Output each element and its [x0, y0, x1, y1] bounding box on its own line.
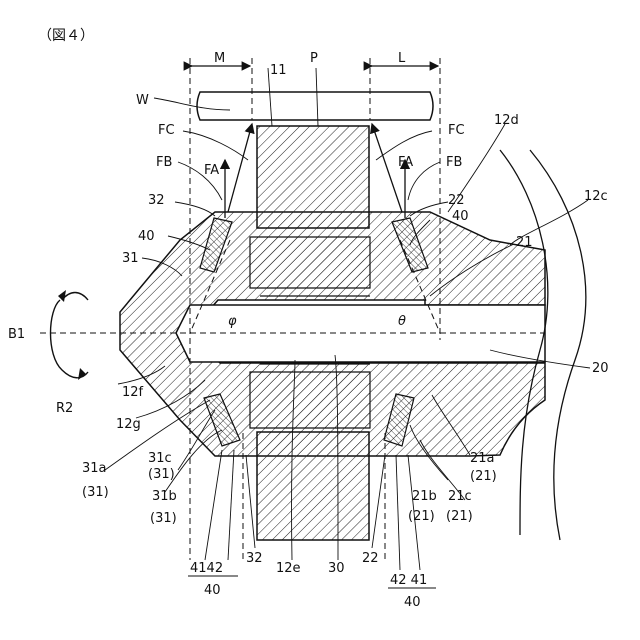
label-31b-sub: (31)	[150, 511, 177, 526]
label-fc-left: FC	[158, 123, 175, 138]
label-40-bottom-left: 40	[204, 583, 221, 598]
rotation-arrow	[51, 293, 89, 378]
label-12c: 12c	[584, 189, 608, 204]
label-21b-sub: (21)	[408, 509, 435, 524]
label-31b: 31b	[152, 489, 177, 504]
label-31c: 31c	[148, 451, 172, 466]
label-fa-left: FA	[204, 163, 219, 178]
label-11: 11	[270, 63, 287, 78]
label-22-top: 22	[448, 193, 465, 208]
label-22-bottom: 22	[362, 551, 379, 566]
label-21c-sub: (21)	[446, 509, 473, 524]
label-12f: 12f	[122, 385, 144, 400]
label-theta: θ	[398, 314, 406, 329]
label-fb-right: FB	[446, 155, 462, 170]
label-32-bottom: 32	[246, 551, 263, 566]
label-12e: 12e	[276, 561, 301, 576]
label-31: 31	[122, 251, 139, 266]
figure-title: （図４）	[38, 28, 94, 44]
label-fb-left: FB	[156, 155, 172, 170]
label-21a-sub: (21)	[470, 469, 497, 484]
label-30: 30	[328, 561, 345, 576]
label-31a: 31a	[82, 461, 107, 476]
label-31a-sub: (31)	[82, 485, 109, 500]
label-20: 20	[592, 361, 609, 376]
label-4241: 42 41	[390, 573, 427, 588]
label-40-left: 40	[138, 229, 155, 244]
label-m: M	[214, 51, 225, 66]
label-p: P	[310, 51, 318, 66]
label-w: W	[136, 93, 149, 108]
label-fc-right: FC	[448, 123, 465, 138]
label-40-right: 40	[452, 209, 469, 224]
label-21c: 21c	[448, 489, 472, 504]
label-4142: 4142	[190, 561, 223, 576]
label-r2: R2	[56, 401, 73, 416]
label-21a: 21a	[470, 451, 495, 466]
block-11-bottom	[257, 432, 369, 540]
workpiece-w	[197, 92, 433, 120]
label-40-bottom-right: 40	[404, 595, 421, 610]
label-31c-sub: (31)	[148, 467, 175, 482]
label-21b: 21b	[412, 489, 437, 504]
block-11-top	[257, 126, 369, 228]
label-l: L	[398, 51, 406, 66]
label-32-top: 32	[148, 193, 165, 208]
label-fa-right: FA	[398, 155, 413, 170]
label-12d: 12d	[494, 113, 519, 128]
label-b1: B1	[8, 327, 25, 342]
label-12g: 12g	[116, 417, 141, 432]
label-phi: φ	[228, 314, 237, 329]
shaft-recess-top	[250, 237, 370, 288]
shaft-recess-bottom	[250, 372, 370, 428]
label-21: 21	[516, 235, 533, 250]
